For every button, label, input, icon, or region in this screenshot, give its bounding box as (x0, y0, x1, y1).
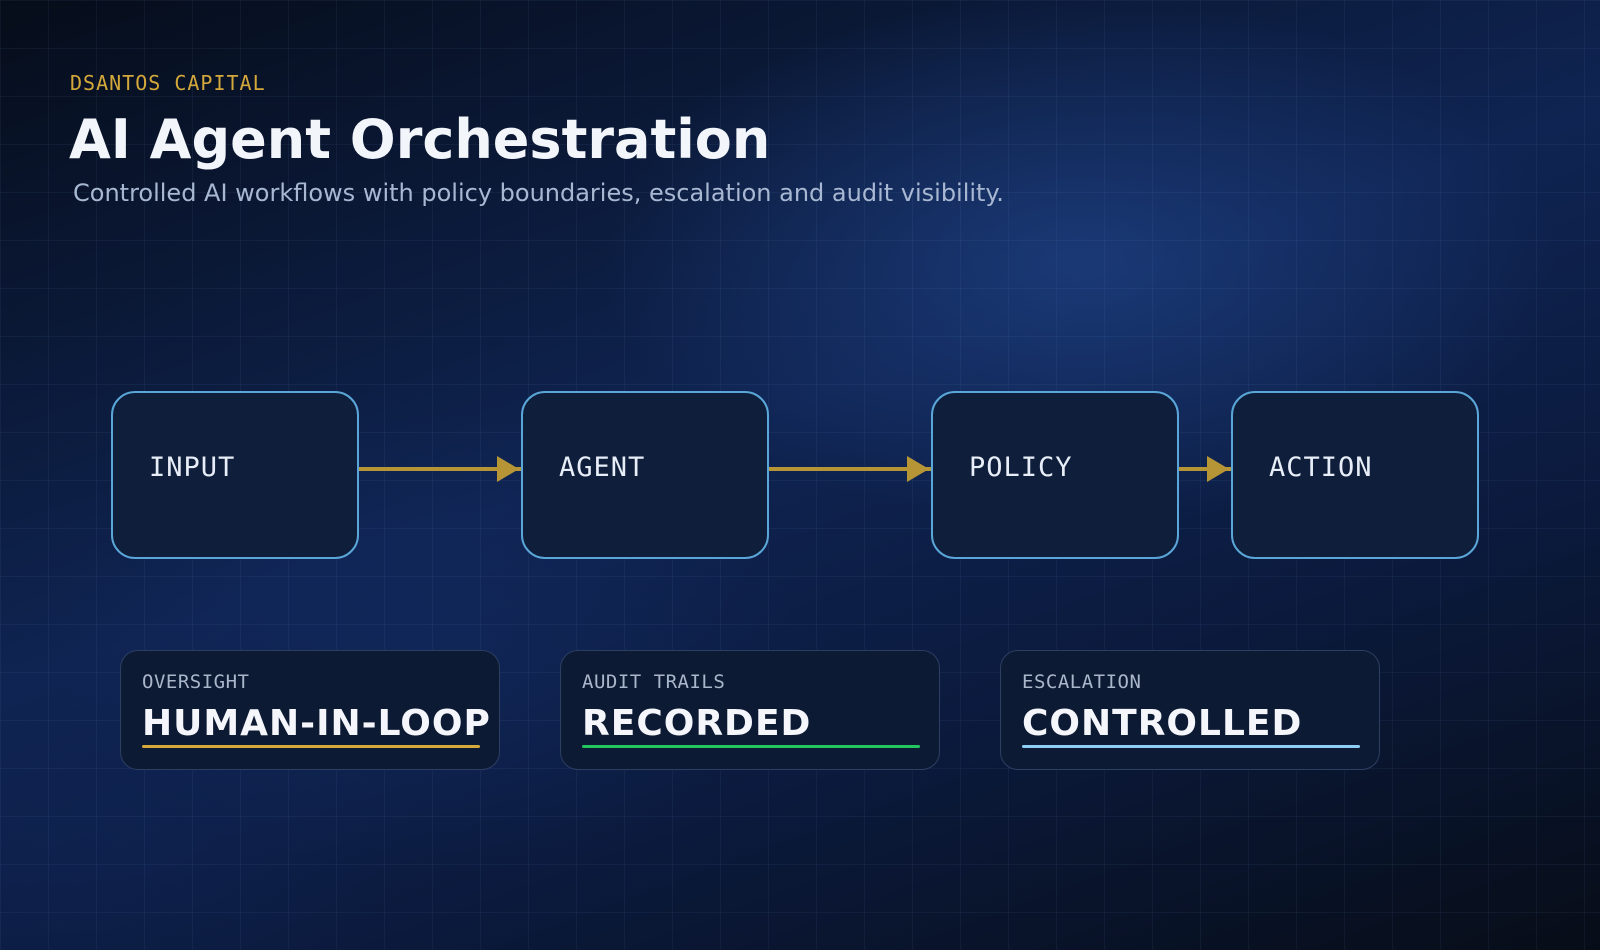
arrow-right-icon (1207, 456, 1229, 482)
stat-card-label: AUDIT TRAILS (582, 671, 726, 693)
stat-card-underline (1022, 745, 1360, 748)
stat-card-value: HUMAN-IN-LOOP (142, 703, 491, 744)
flow-node-label: POLICY (969, 452, 1073, 483)
arrow-right-icon (497, 456, 519, 482)
flow-node-label: AGENT (559, 452, 646, 483)
stat-card-value: CONTROLLED (1022, 703, 1303, 744)
stat-card-escalation: ESCALATION CONTROLLED (1000, 650, 1380, 770)
flow-node-agent: AGENT (521, 391, 769, 559)
page-title: AI Agent Orchestration (69, 108, 771, 171)
page-subtitle: Controlled AI workflows with policy boun… (73, 179, 1004, 207)
flow-connector (1179, 456, 1231, 482)
stat-card-label: ESCALATION (1022, 671, 1142, 693)
arrow-right-icon (907, 456, 929, 482)
stat-card-value: RECORDED (582, 703, 812, 744)
flow-node-action: ACTION (1231, 391, 1479, 559)
brand-label: DSANTOS CAPITAL (70, 71, 266, 95)
stat-card-underline (582, 745, 920, 748)
stat-card-oversight: OVERSIGHT HUMAN-IN-LOOP (120, 650, 500, 770)
flow-node-label: INPUT (149, 452, 236, 483)
flow-connector (359, 456, 521, 482)
flow-node-policy: POLICY (931, 391, 1179, 559)
stat-card-label: OVERSIGHT (142, 671, 250, 693)
flow-connector (769, 456, 931, 482)
stat-card-underline (142, 745, 480, 748)
flow-node-label: ACTION (1269, 452, 1373, 483)
stat-card-audit-trails: AUDIT TRAILS RECORDED (560, 650, 940, 770)
flow-node-input: INPUT (111, 391, 359, 559)
